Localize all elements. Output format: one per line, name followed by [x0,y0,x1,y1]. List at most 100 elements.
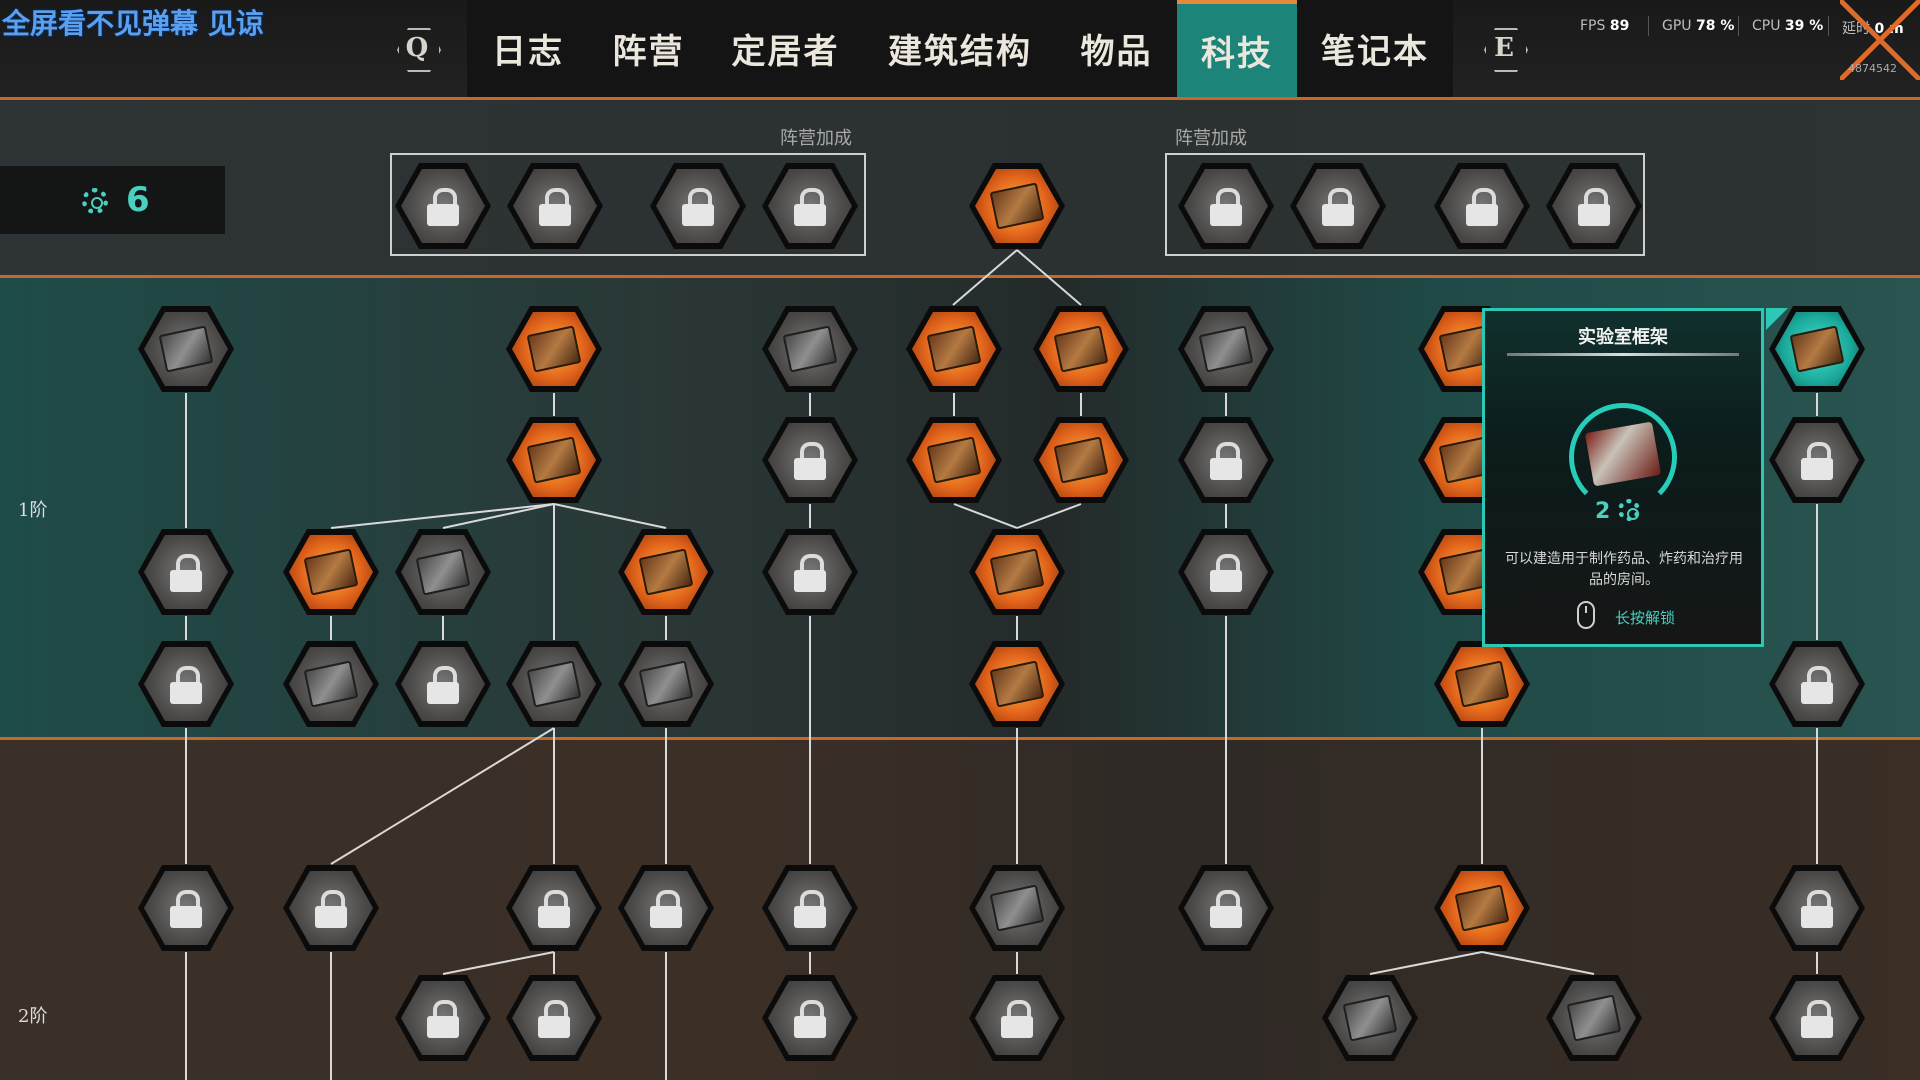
faction-bonus-label: 阵营加成 [1175,128,1247,149]
tech-node-glyph [1769,865,1865,951]
locked-tech-node[interactable] [762,417,858,503]
tech-node-glyph [1178,163,1274,249]
tech-item-icon [926,325,982,373]
tech-node-glyph [138,641,234,727]
lock-icon [1800,890,1834,928]
locked-tech-node[interactable] [1769,417,1865,503]
tech-node-glyph [283,865,379,951]
stream-overlay-text: 全屏看不见弹幕 见谅 [2,7,264,40]
lock-icon [1209,188,1243,226]
tech-item-icon [989,182,1045,230]
perf-divider [1648,16,1649,36]
next-tab-key[interactable]: E [1484,28,1524,68]
close-icon[interactable] [1840,0,1920,80]
mouse-icon [1577,601,1595,629]
tech-node-glyph [762,865,858,951]
lock-icon [1577,188,1611,226]
research-gear-icon [1617,499,1640,521]
tooltip-progress-ring [1569,403,1677,511]
top-navigation: Q 日志 阵营 定居者 建筑结构 物品 科技 笔记本 E FPS 89 GPU … [0,0,1920,100]
available-tech-node[interactable] [138,306,234,392]
tree-connector [1369,951,1483,975]
tech-node-glyph [618,865,714,951]
lock-icon [314,890,348,928]
tech-node-glyph [1434,163,1530,249]
unlocked-tech-node[interactable] [906,417,1002,503]
tab-faction[interactable]: 阵营 [612,32,685,72]
lock-icon [793,1000,827,1038]
tech-item-icon [1789,325,1845,373]
lock-icon [1209,890,1243,928]
lock-icon [426,188,460,226]
tech-node-glyph [762,163,858,249]
tech-node-glyph [138,865,234,951]
tier-1-label: 1阶 [18,500,48,521]
research-gear-icon [82,188,108,214]
tab-tech[interactable]: 科技 [1177,0,1297,97]
unlocked-tech-node[interactable] [1033,306,1129,392]
tooltip-unlock-hint: 长按解锁 [1615,609,1676,627]
lock-icon [1209,442,1243,480]
locked-tech-node[interactable] [138,865,234,951]
tech-node-glyph [138,529,234,615]
unlocked-tech-node[interactable] [506,417,602,503]
cpu-readout: CPU 39 % [1752,18,1824,34]
perf-divider [1738,16,1739,36]
tree-connector [553,503,667,529]
lock-icon [537,890,571,928]
available-tech-node[interactable] [283,641,379,727]
tech-node-glyph [506,975,602,1061]
tech-node-glyph [395,641,491,727]
tooltip-title: 实验室框架 [1578,327,1668,348]
available-tech-node[interactable] [1178,306,1274,392]
tech-item-icon [638,660,694,708]
tech-node-glyph [1769,641,1865,727]
lock-icon [426,1000,460,1038]
available-tech-node[interactable] [762,306,858,392]
tech-node-glyph [650,163,746,249]
tech-item-icon [1053,325,1109,373]
tech-node-glyph [395,163,491,249]
tech-item-icon [638,548,694,596]
locked-tech-node[interactable] [762,975,858,1061]
tab-items[interactable]: 物品 [1080,32,1153,72]
lock-icon [1800,1000,1834,1038]
tab-structures[interactable]: 建筑结构 [888,32,1032,72]
tree-connector [1016,249,1082,306]
tech-item-icon [989,660,1045,708]
locked-tech-node[interactable] [1178,417,1274,503]
tech-node-glyph [1178,865,1274,951]
unlocked-tech-node[interactable] [1033,417,1129,503]
lock-icon [169,666,203,704]
tab-log[interactable]: 日志 [492,32,564,72]
prev-tab-key[interactable]: Q [397,28,437,68]
tooltip-pointer [1766,308,1788,330]
unlocked-tech-node[interactable] [906,306,1002,392]
tab-notebook[interactable]: 笔记本 [1321,32,1429,72]
tech-item-icon [1566,994,1622,1042]
lock-icon [1800,442,1834,480]
tier-2-label: 2阶 [18,1006,48,1027]
fps-readout: FPS 89 [1580,18,1630,34]
tech-item-icon [1342,994,1398,1042]
tech-item-icon [526,436,582,484]
unlocked-tech-node[interactable] [506,306,602,392]
locked-tech-node[interactable] [762,529,858,615]
tech-item-icon [926,436,982,484]
tech-node-glyph [762,975,858,1061]
tech-item-icon [782,325,838,373]
lock-icon [793,188,827,226]
tree-connector [442,951,555,975]
tech-node-glyph [969,975,1065,1061]
research-points-panel [0,166,225,234]
tab-settlers[interactable]: 定居者 [731,32,840,72]
tech-item-icon [303,548,359,596]
lock-icon [537,1000,571,1038]
tech-node-glyph [395,975,491,1061]
lock-icon [538,188,572,226]
lock-icon [169,890,203,928]
tech-node-glyph [762,529,858,615]
lock-icon [1321,188,1355,226]
tech-item-icon [1053,436,1109,484]
tech-node-glyph [1178,529,1274,615]
